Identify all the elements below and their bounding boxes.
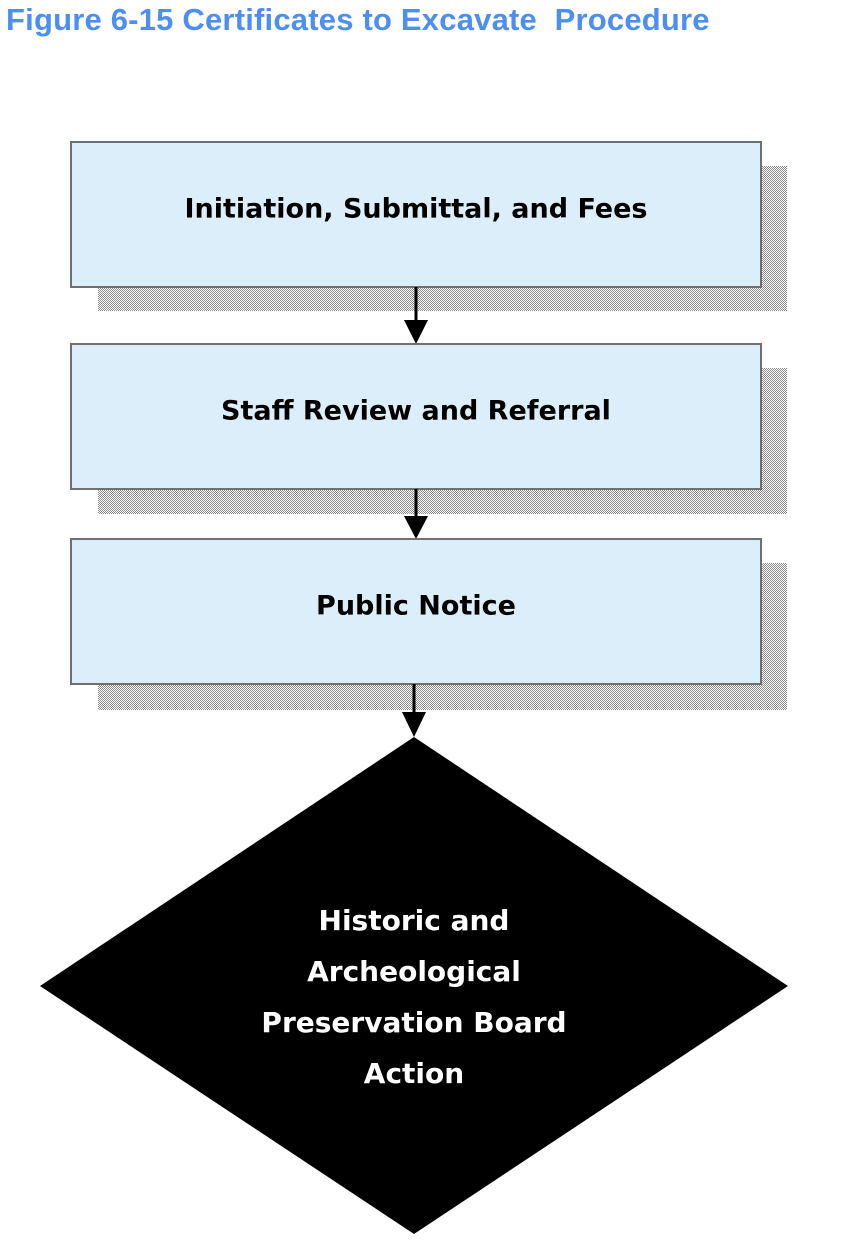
arrow-connector: [402, 684, 426, 737]
arrow-connector: [404, 287, 428, 344]
arrow-head-icon: [404, 320, 428, 344]
arrow-head-icon: [402, 712, 426, 737]
arrow-head-icon: [404, 516, 428, 539]
decision-label-line: Action: [364, 1057, 464, 1090]
step-label: Public Notice: [316, 591, 516, 622]
decision-label-line: Preservation Board: [261, 1006, 566, 1039]
step-box: [70, 538, 762, 685]
process-step-initiation: Initiation, Submittal, and Fees: [70, 141, 787, 311]
process-step-public-notice: Public Notice: [70, 538, 787, 710]
figure-title: Figure 6-15 Certificates to Excavate Pro…: [6, 2, 710, 37]
step-label: Staff Review and Referral: [221, 396, 611, 427]
process-step-staff-review: Staff Review and Referral: [70, 343, 787, 514]
decision-label-line: Historic and: [319, 904, 510, 937]
step-box: [70, 343, 762, 490]
step-box: [70, 141, 762, 288]
decision-label-line: Archeological: [307, 955, 521, 988]
decision-diamond: [40, 737, 788, 1234]
arrow-connector: [404, 489, 428, 539]
decision-board-action: Historic and Archeological Preservation …: [40, 737, 788, 1234]
step-label: Initiation, Submittal, and Fees: [184, 194, 647, 225]
